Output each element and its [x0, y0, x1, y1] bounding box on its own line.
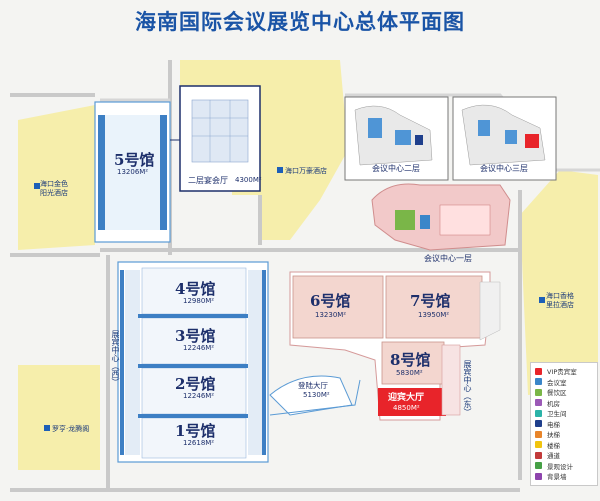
legend-swatch — [535, 441, 542, 449]
hall-1-area: 12618M² — [183, 439, 215, 447]
hotel-luoheng-label: 罗亨·龙腾阁 — [52, 425, 90, 433]
welcome-hall-block — [378, 388, 446, 416]
legend-swatch — [535, 367, 542, 375]
map-title: 海南国际会议展览中心总体平面图 — [135, 10, 465, 34]
hall-4-area: 12980M² — [183, 297, 215, 305]
legend-item: 楼梯 — [535, 440, 593, 451]
hotel-shangri-la-label: 海口香格里拉酒店 — [546, 292, 574, 309]
hall-7-label: 7号馆 — [410, 292, 451, 310]
legend-label: 楼梯 — [547, 441, 560, 450]
hall-4-label: 4号馆 — [175, 280, 216, 298]
conference-floor-2-label: 会议中心二层 — [372, 164, 420, 173]
legend-label: 餐饮区 — [547, 389, 567, 398]
hall-5-area: 13206M² — [117, 168, 149, 176]
hall-5-floor — [105, 115, 160, 230]
legend-item: 电梯 — [535, 419, 593, 430]
legend-label: 机房 — [547, 399, 560, 408]
green-area-southwest — [18, 365, 100, 470]
legend-item: 餐饮区 — [535, 387, 593, 398]
legend-swatch — [535, 378, 542, 386]
corridor-west-label: 展宾中心（西） — [111, 330, 120, 386]
hall-1-label: 1号馆 — [175, 422, 216, 440]
banquet-hall-label: 二层宴会厅 — [188, 176, 228, 185]
hall-8-label: 8号馆 — [390, 351, 431, 369]
legend-item: 通道 — [535, 450, 593, 461]
hall-5-label: 5号馆 — [114, 151, 155, 169]
legend-swatch — [535, 462, 542, 470]
legend-item: 景观设计 — [535, 461, 593, 472]
legend-label: 景观设计 — [547, 462, 573, 471]
hall-7-block — [385, 275, 483, 339]
legend-label: 会议室 — [547, 378, 567, 387]
conference-floor-1-label: 会议中心一层 — [424, 254, 472, 263]
landing-hall-area: 5130M² — [303, 391, 330, 399]
legend-item: VIP贵宾室 — [535, 366, 593, 377]
legend-swatch — [535, 472, 542, 480]
legend-swatch — [535, 430, 542, 438]
corridor-east-label: 展宾中心（东） — [463, 360, 472, 416]
legend-label: 电梯 — [547, 420, 560, 429]
welcome-hall-label: 迎宾大厅 — [388, 393, 425, 403]
green-area-east — [520, 170, 598, 395]
landing-hall-label: 登陆大厅 — [298, 381, 328, 390]
map-legend: VIP贵宾室会议室餐饮区机房卫生间电梯扶梯楼梯通道景观设计背景墙 — [530, 362, 598, 486]
legend-item: 扶梯 — [535, 429, 593, 440]
hall-3-area: 12246M² — [183, 344, 215, 352]
legend-item: 卫生间 — [535, 408, 593, 419]
hotel-wanhao-label: 海口万豪酒店 — [285, 167, 327, 175]
hall-6-label: 6号馆 — [310, 292, 351, 310]
hall-2-label: 2号馆 — [175, 375, 216, 393]
legend-swatch — [535, 420, 542, 428]
legend-label: 背景墙 — [547, 473, 567, 482]
legend-label: 卫生间 — [547, 410, 567, 419]
hall-7-area: 13950M² — [418, 311, 450, 319]
hall-2-area: 12246M² — [183, 392, 215, 400]
legend-swatch — [535, 399, 542, 407]
legend-item: 背景墙 — [535, 471, 593, 482]
legend-swatch — [535, 388, 542, 396]
hall-3-label: 3号馆 — [175, 327, 216, 345]
hall-8-area: 5830M² — [396, 369, 423, 377]
legend-item: 机房 — [535, 398, 593, 409]
banquet-hall-area: 4300M² — [235, 176, 262, 184]
welcome-hall-area: 4850M² — [393, 404, 420, 412]
hall-8-block — [381, 341, 445, 385]
legend-item: 会议室 — [535, 377, 593, 388]
legend-label: VIP贵宾室 — [547, 368, 577, 377]
legend-swatch — [535, 451, 542, 459]
legend-label: 扶梯 — [547, 431, 560, 440]
green-area-northwest — [18, 105, 95, 250]
legend-swatch — [535, 409, 542, 417]
conference-floor-3-label: 会议中心三层 — [480, 164, 528, 173]
hall-6-block — [292, 275, 384, 339]
hall-6-area: 13230M² — [315, 311, 347, 319]
legend-label: 通道 — [547, 452, 560, 461]
hotel-jinse-label: 海口金色阳光酒店 — [40, 180, 68, 197]
